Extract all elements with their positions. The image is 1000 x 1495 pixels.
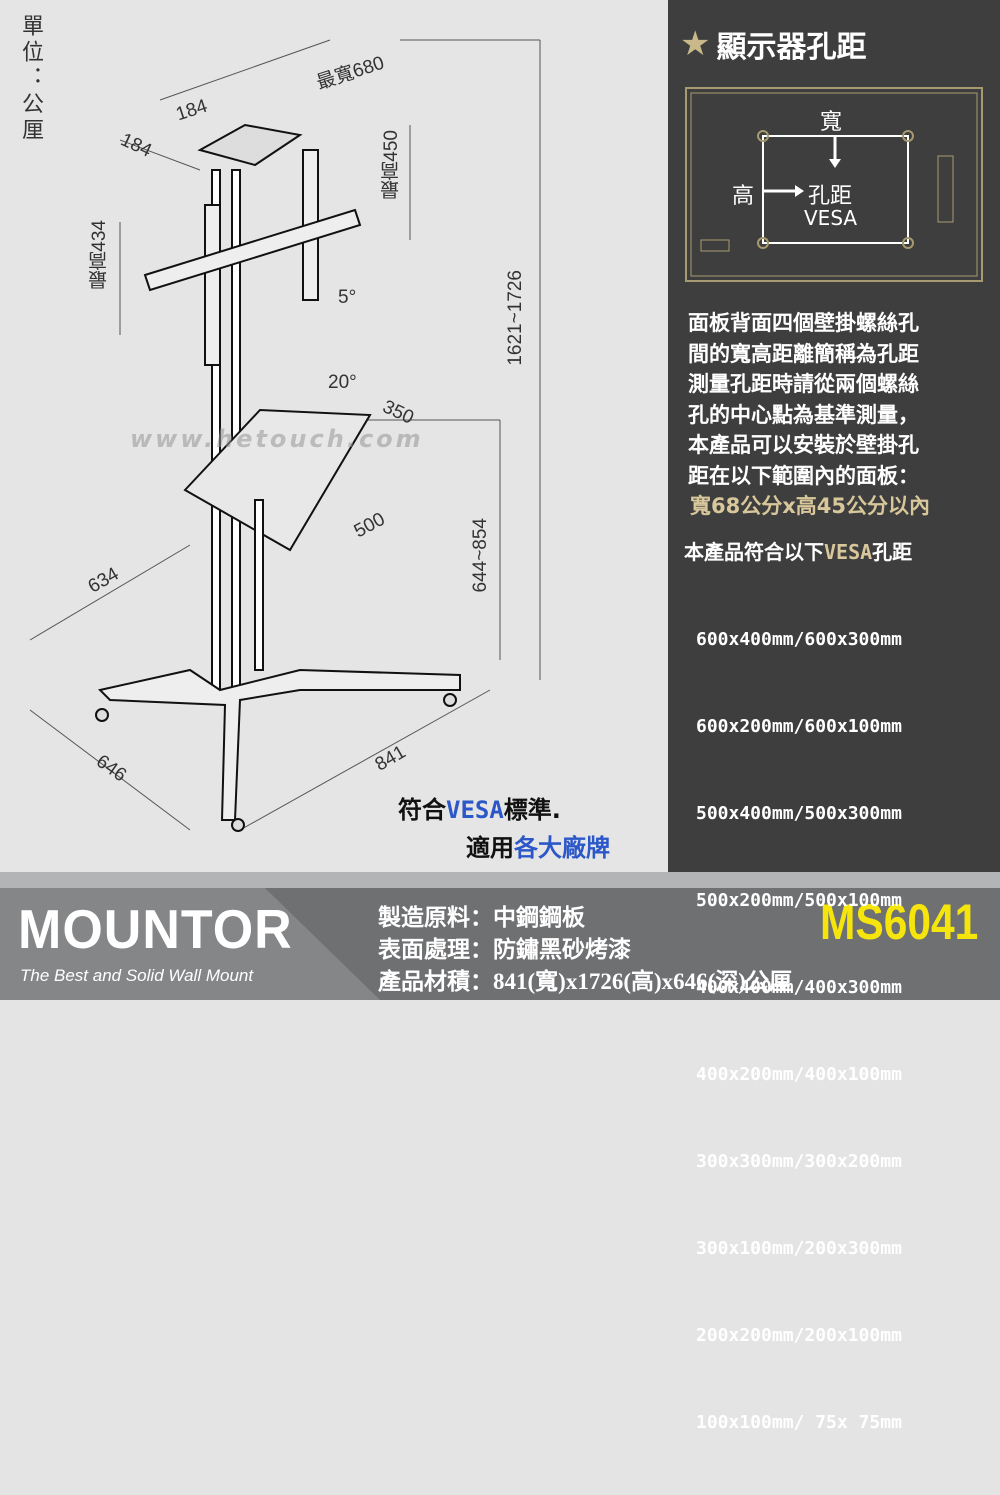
footer-strip xyxy=(0,872,1000,888)
vesa-heading-text: 本產品符合以下 xyxy=(684,540,824,564)
vesa-list-item: 100x100mm/ 75x 75mm xyxy=(696,1412,902,1433)
slogan-text: 符合 xyxy=(398,796,446,824)
desc-line: 間的寬高距離簡稱為孔距 xyxy=(688,341,919,366)
desc-line: 本產品可以安裝於壁掛孔 xyxy=(688,433,919,457)
desc-line: 面板背面四個壁掛螺絲孔 xyxy=(688,311,919,335)
size-limit-highlight: 寬68公分x高45公分以內 xyxy=(690,494,930,518)
vesa-info-panel: ★顯示器孔距 寬 高 孔距 VESA 面板背面四個壁掛螺絲孔 間的寬高距離簡稱為… xyxy=(668,0,1000,1433)
star-icon: ★ xyxy=(680,24,711,64)
vesa-list-item: 600x400mm/600x300mm xyxy=(696,629,902,650)
panel-title-text: 顯示器孔距 xyxy=(716,30,867,65)
slogan-vesa-text: VESA xyxy=(446,796,504,824)
vesa-list-item: 400x400mm/400x300mm xyxy=(696,977,902,998)
vesa-list-item: 300x300mm/300x200mm xyxy=(696,1151,902,1172)
dim-max-height-450: 最高450 xyxy=(381,130,402,200)
vesa-diagram xyxy=(685,87,983,282)
vesa-list-item: 400x200mm/400x100mm xyxy=(696,1064,902,1085)
slogan-text: 適用 xyxy=(466,834,514,862)
spec-value: 中鋼鋼板 xyxy=(493,905,585,931)
dim-tilt-up: 5° xyxy=(338,287,357,308)
diagram-height-label: 高 xyxy=(732,184,755,209)
vesa-list-item: 300x100mm/200x300mm xyxy=(696,1238,902,1259)
diagram-hole-label: 孔距 xyxy=(808,184,853,209)
vesa-list-item: 500x400mm/500x300mm xyxy=(696,803,902,824)
diagram-width-label: 寬 xyxy=(820,110,843,135)
model-number: MS6041 xyxy=(820,894,979,950)
brand-logo: MOUNTOR xyxy=(18,899,293,961)
spec-label: 產品材積： xyxy=(378,969,493,995)
desc-line: 測量孔距時請從兩個螺絲 xyxy=(688,372,919,396)
spec-value: 防鏽黑砂烤漆 xyxy=(493,937,631,963)
spec-finish: 表面處理：防鏽黑砂烤漆 xyxy=(378,930,631,964)
vesa-heading: 本產品符合以下VESA孔距 xyxy=(684,536,912,565)
vesa-list-item: 600x200mm/600x100mm xyxy=(696,716,902,737)
spec-dimensions: 產品材積：841(寬)x1726(高)x646(深)公厘 xyxy=(378,962,792,996)
stand-illustration xyxy=(29,39,541,832)
dim-max-height-434: 最高434 xyxy=(89,220,110,290)
vesa-list-item: 200x200mm/200x100mm xyxy=(696,1325,902,1346)
diagram-vesa-label: VESA xyxy=(804,206,858,230)
desc-line: 距在以下範圍內的面板： xyxy=(688,463,919,488)
slogan-text: 標準. xyxy=(503,796,561,824)
brand-tagline: The Best and Solid Wall Mount xyxy=(20,966,254,985)
slogan-vesa: 符合VESA標準. xyxy=(398,790,561,825)
product-drawing: 單位：公厘 184 184 最寬680 最高450 最高434 5° 20° 1… xyxy=(0,0,668,872)
slogan-brands-text: 各大廠牌 xyxy=(514,834,610,862)
dim-total-height: 1621~1726 xyxy=(505,270,526,366)
dim-tilt-down: 20° xyxy=(328,372,357,393)
spec-label: 表面處理： xyxy=(378,937,493,963)
unit-label: 單位：公厘 xyxy=(18,14,43,144)
spec-label: 製造原料： xyxy=(378,905,493,931)
vesa-heading-vesa: VESA xyxy=(824,540,873,564)
panel-description: 面板背面四個壁掛螺絲孔 間的寬高距離簡稱為孔距 測量孔距時請從兩個螺絲 孔的中心… xyxy=(688,308,993,522)
desc-line: 孔的中心點為基準測量， xyxy=(688,402,919,427)
vesa-list-item: 500x200mm/500x100mm xyxy=(696,890,902,911)
watermark: www.hetouch.com xyxy=(130,425,424,453)
vesa-list: 600x400mm/600x300mm 600x200mm/600x100mm … xyxy=(696,567,902,1495)
spec-value: 841(寬)x1726(高)x646(深)公厘 xyxy=(493,969,792,994)
spec-material: 製造原料：中鋼鋼板 xyxy=(378,898,585,932)
vesa-heading-text: 孔距 xyxy=(872,540,913,564)
slogan-brands: 適用各大廠牌 xyxy=(466,828,610,863)
panel-title: ★顯示器孔距 xyxy=(680,22,866,66)
dim-shelf-height: 644~854 xyxy=(470,518,491,593)
